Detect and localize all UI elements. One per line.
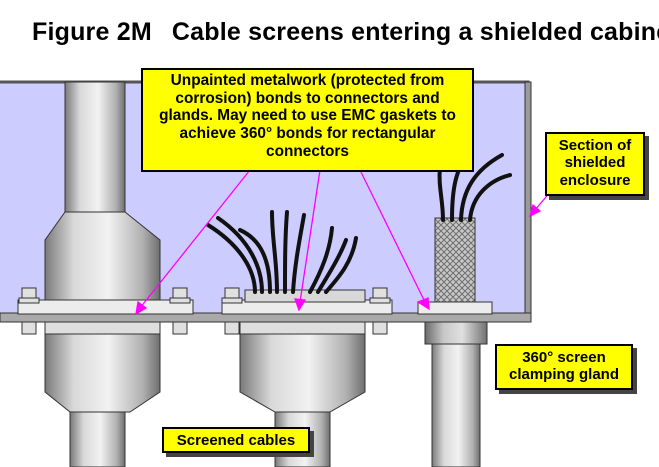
- braided-screen: [434, 217, 476, 304]
- middle-connector-top: [244, 289, 366, 303]
- enclosure-section-label: Section of shielded enclosure: [545, 132, 645, 196]
- middle-plug-body: [239, 333, 366, 413]
- enclosure-label-line: Section of: [558, 137, 632, 154]
- bonding-note-line: Unpainted metalwork (protected from: [170, 72, 445, 89]
- middle-flange-bolts: [221, 287, 391, 335]
- figure-caption: Cable screens entering a shielded cabine…: [171, 18, 659, 46]
- enclosure-label-line: enclosure: [559, 171, 631, 189]
- middle-plug-ring: [239, 321, 366, 335]
- left-cable-lower: [69, 411, 126, 467]
- figure-number: Figure 2M: [32, 18, 152, 46]
- bonding-note-line: achieve 360° bonds for rectangular: [179, 125, 436, 143]
- screened-cables-label: Screened cables: [162, 427, 310, 453]
- middle-connector-wires: [206, 210, 358, 294]
- gland-label-line: clamping gland: [508, 366, 619, 384]
- bonding-note-line: connectors: [266, 142, 349, 160]
- bonding-note-line: corrosion) bonds to connectors and: [175, 89, 440, 107]
- enclosure-right-wall: [524, 81, 532, 323]
- gland-nut-inside: [417, 301, 493, 315]
- screened-cables-text: Screened cables: [176, 432, 296, 449]
- clamping-gland-label: 360° screen clamping gland: [495, 344, 633, 390]
- figure-title: Figure 2M Cable screens entering a shield…: [32, 18, 659, 47]
- left-flange-bolts: [18, 287, 191, 335]
- enclosure-label-line: shielded: [564, 154, 626, 172]
- left-plug-body: [44, 333, 161, 413]
- bonding-note-line: glands. May need to use EMC gaskets to: [159, 107, 456, 125]
- gland-label-line: 360° screen: [522, 349, 606, 366]
- bonding-note-callout: Unpainted metalwork (protected from corr…: [141, 68, 474, 172]
- left-plug-ring: [44, 321, 161, 335]
- left-connector-flange: [17, 299, 194, 315]
- left-cable-upper: [64, 81, 126, 221]
- right-cable-lower: [431, 343, 481, 467]
- gland-body-outside: [424, 321, 488, 345]
